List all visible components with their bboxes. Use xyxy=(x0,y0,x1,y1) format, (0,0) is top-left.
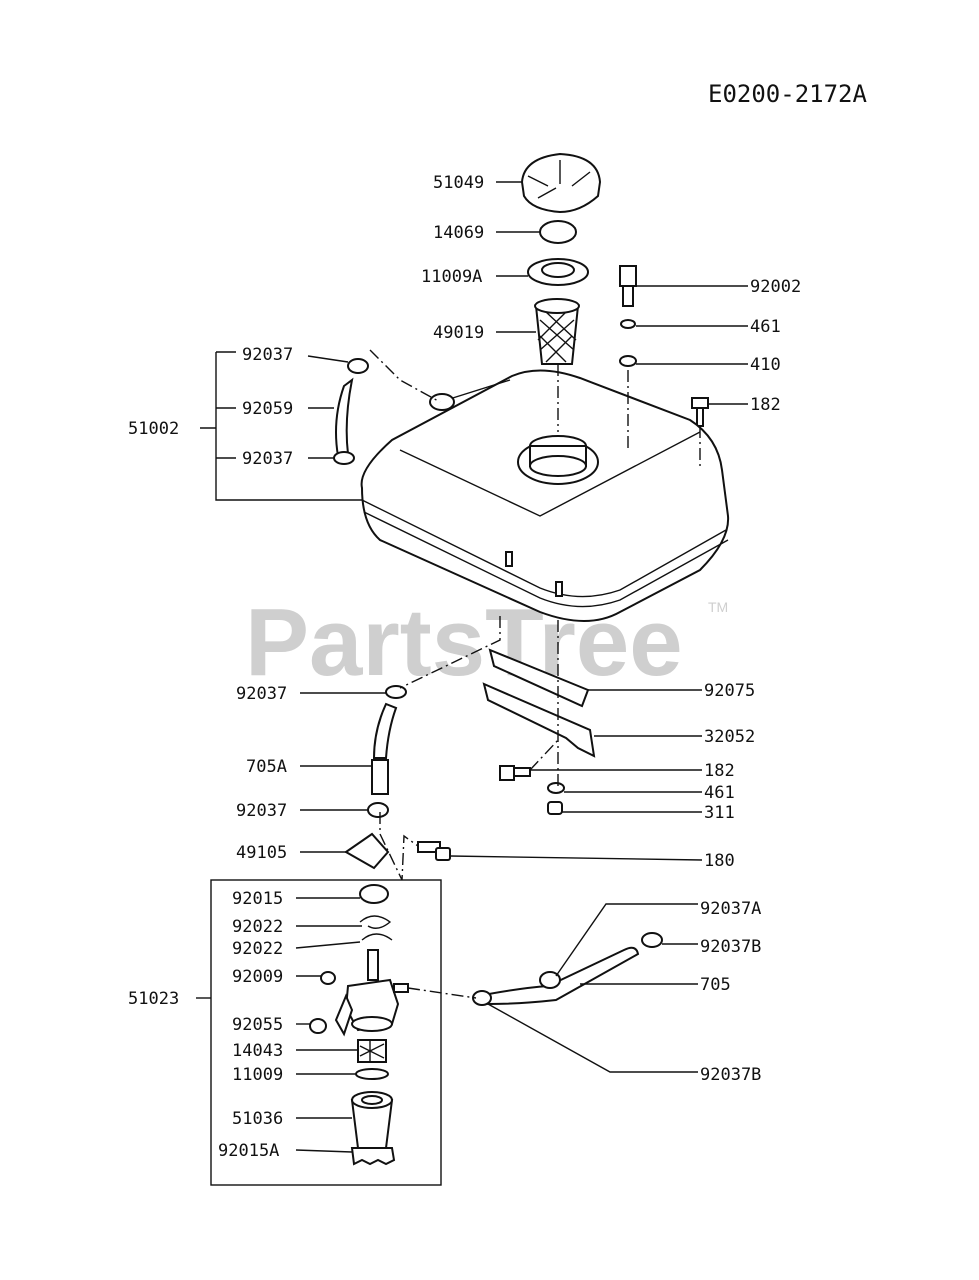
clip-92022-b[interactable] xyxy=(361,933,393,941)
label-92037B-bottom: 92037B xyxy=(700,1065,761,1085)
label-410: 410 xyxy=(750,355,781,375)
label-92055: 92055 xyxy=(232,1015,283,1035)
label-92037-breather-bottom: 92037 xyxy=(242,449,293,469)
bracket-49105[interactable] xyxy=(344,832,390,870)
label-705: 705 xyxy=(700,975,731,995)
gasket-11009[interactable] xyxy=(355,1068,389,1080)
label-92037-low: 92037 xyxy=(236,801,287,821)
label-49019: 49019 xyxy=(433,323,484,343)
washer-410[interactable] xyxy=(619,355,637,367)
fuel-hose-upper[interactable] xyxy=(372,702,398,759)
breather-hose[interactable] xyxy=(335,377,354,458)
label-92037-breather-top: 92037 xyxy=(242,345,293,365)
label-92037B-top: 92037B xyxy=(700,937,761,957)
label-51002: 51002 xyxy=(128,419,179,439)
label-92022-b: 92022 xyxy=(232,939,283,959)
clamp-92037A[interactable] xyxy=(539,971,561,989)
gasket-92015[interactable] xyxy=(359,884,389,904)
washer-461-top[interactable] xyxy=(620,319,636,329)
watermark-trademark: TM xyxy=(708,599,728,615)
bolt-180[interactable] xyxy=(417,841,451,861)
fitting[interactable] xyxy=(619,265,637,307)
label-92009: 92009 xyxy=(232,967,283,987)
label-92022-a: 92022 xyxy=(232,917,283,937)
ring-nut-92015A[interactable] xyxy=(350,1147,396,1166)
clip-92022-a[interactable] xyxy=(359,915,392,929)
leader-lines xyxy=(196,181,748,1153)
label-92037-mid: 92037 xyxy=(236,684,287,704)
cup-51036[interactable] xyxy=(350,1091,394,1149)
fuel-strainer[interactable] xyxy=(534,298,580,365)
filler-neck[interactable] xyxy=(527,258,589,286)
label-92075: 92075 xyxy=(704,681,755,701)
label-182-top: 182 xyxy=(750,395,781,415)
fuel-line-705[interactable] xyxy=(475,946,640,1006)
clamp-92037B-top[interactable] xyxy=(641,932,663,948)
label-92002: 92002 xyxy=(750,277,801,297)
label-311: 311 xyxy=(704,803,735,823)
hose-clamp-lower[interactable] xyxy=(333,451,355,465)
washer-461-lower[interactable] xyxy=(547,782,565,794)
label-461-lower: 461 xyxy=(704,783,735,803)
hose-clamp-upper[interactable] xyxy=(347,358,369,374)
center-line-bolt-lower xyxy=(529,737,561,771)
drawing-code: E0200-2172A xyxy=(708,80,867,108)
fuel-tank[interactable] xyxy=(360,369,730,622)
label-14043: 14043 xyxy=(232,1041,283,1061)
screw-92009[interactable] xyxy=(320,971,336,985)
label-92015: 92015 xyxy=(232,889,283,909)
bolt-182-lower[interactable] xyxy=(499,765,531,781)
clamp-92037-low[interactable] xyxy=(367,802,389,818)
o-ring-92055[interactable] xyxy=(309,1018,327,1034)
plate-92075[interactable] xyxy=(488,648,590,708)
clamp-92037-mid[interactable] xyxy=(385,685,407,699)
label-92015A: 92015A xyxy=(218,1141,279,1161)
center-line-breather xyxy=(369,349,441,403)
label-461-top: 461 xyxy=(750,317,781,337)
bracket-32052[interactable] xyxy=(482,682,596,758)
label-51036: 51036 xyxy=(232,1109,283,1129)
label-32052: 32052 xyxy=(704,727,755,747)
label-49105: 49105 xyxy=(236,843,287,863)
label-11009A: 11009A xyxy=(421,267,482,287)
fuel-cock-assembly-box xyxy=(210,879,442,1186)
label-51049: 51049 xyxy=(433,173,484,193)
fuel-cap[interactable] xyxy=(520,152,602,214)
center-line-outlet xyxy=(399,616,501,689)
filter-14043[interactable] xyxy=(357,1039,387,1063)
clamp-92037B-bottom[interactable] xyxy=(472,990,492,1006)
nut-311[interactable] xyxy=(547,801,563,815)
center-line-cock xyxy=(379,812,419,881)
center-line-return xyxy=(407,987,477,999)
cap-gasket[interactable] xyxy=(539,220,577,244)
label-51023: 51023 xyxy=(128,989,179,1009)
label-92037A: 92037A xyxy=(700,899,761,919)
label-14069: 14069 xyxy=(433,223,484,243)
label-705A: 705A xyxy=(246,757,287,777)
label-180: 180 xyxy=(704,851,735,871)
fuel-hose-705A[interactable] xyxy=(371,759,389,795)
label-182-lower: 182 xyxy=(704,761,735,781)
label-11009: 11009 xyxy=(232,1065,283,1085)
fuel-cock[interactable] xyxy=(334,949,409,1037)
label-92059: 92059 xyxy=(242,399,293,419)
